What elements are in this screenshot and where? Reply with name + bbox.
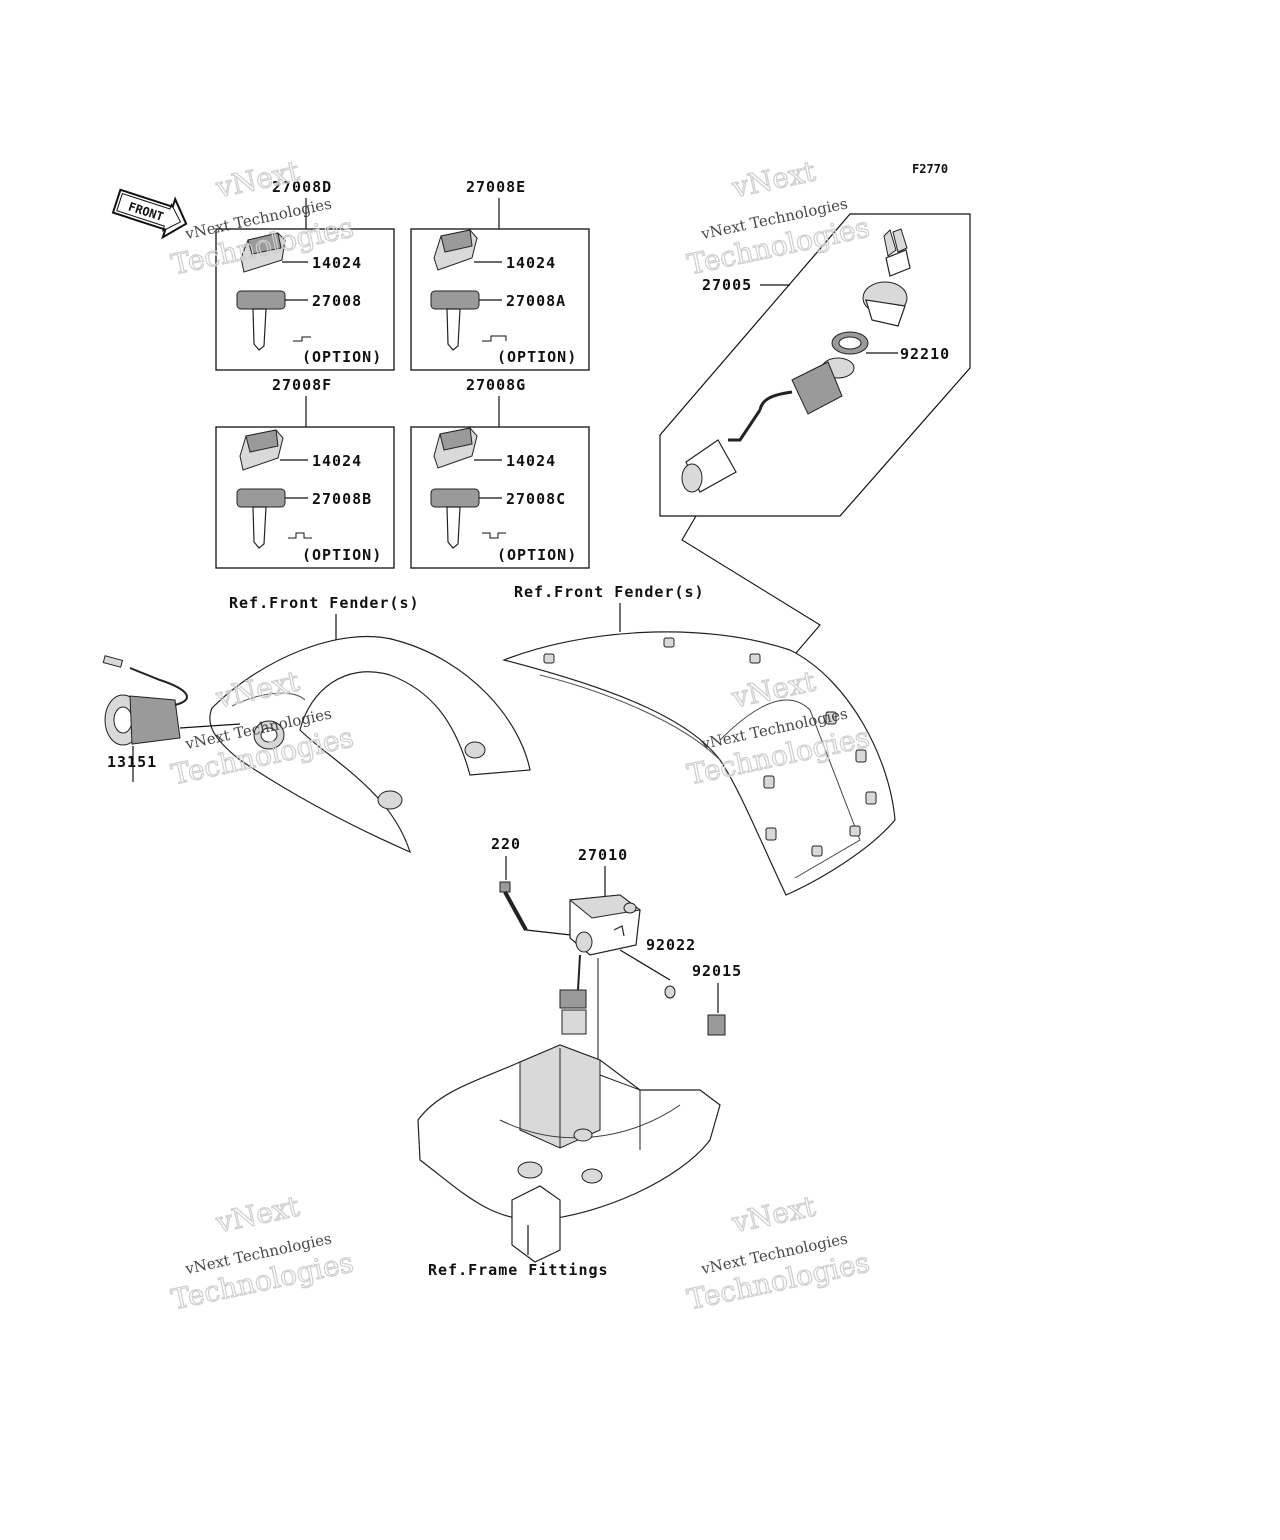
key-set-number: 27008E xyxy=(466,178,526,196)
switch-body-icon xyxy=(681,357,855,493)
lock-cylinder-icon xyxy=(862,281,908,327)
key-set-27008G: 27008G 14024 27008C (OPTION) xyxy=(410,376,590,569)
key-part-number: 27008C xyxy=(506,490,566,508)
socket-number: 13151 xyxy=(107,753,157,771)
watermark-bottom-right: vNext vNext Technologies Technologies xyxy=(684,1189,873,1317)
watermark-text: vNext xyxy=(728,154,819,204)
ignition-switch-assembly: 27005 92210 xyxy=(659,213,971,661)
frame-fittings-ref: Ref.Frame Fittings xyxy=(428,1261,609,1279)
nut-clip-number: 92015 xyxy=(692,962,742,980)
nut-icon xyxy=(831,331,869,355)
ignition-switch-number: 27005 xyxy=(702,276,752,294)
key-cover-icon xyxy=(433,229,478,271)
cover-part-number: 14024 xyxy=(506,452,556,470)
key-cover-icon xyxy=(433,427,478,469)
right-front-fender: Ref.Front Fender(s) xyxy=(502,583,896,896)
washer-number: 92022 xyxy=(646,936,696,954)
cover-part-number: 14024 xyxy=(312,254,362,272)
socket-icon xyxy=(102,655,241,782)
option-label: (OPTION) xyxy=(497,348,577,366)
cover-part-number: 14024 xyxy=(506,254,556,272)
key-cover-icon xyxy=(240,232,286,273)
frame-fittings: Ref.Frame Fittings xyxy=(417,1044,721,1279)
switch-unit-group: 220 27010 92022 92015 xyxy=(491,835,742,1120)
key-icon xyxy=(236,488,286,549)
key-part-number: 27008B xyxy=(312,490,372,508)
watermark-top-right: vNext vNext Technologies Technologies xyxy=(684,154,873,282)
key-icon xyxy=(430,290,480,351)
watermark-text: vNext xyxy=(728,1189,819,1239)
watermark-text: vNext xyxy=(212,1189,303,1239)
key-icon xyxy=(430,488,480,549)
watermark-text: vNext xyxy=(212,154,303,204)
front-fender-ref-left: Ref.Front Fender(s) xyxy=(229,594,420,612)
key-set-27008E: 27008E 14024 27008A (OPTION) xyxy=(410,178,590,371)
left-front-fender: Ref.Front Fender(s) xyxy=(209,594,531,854)
watermark-top-left: vNext vNext Technologies Technologies xyxy=(168,154,357,282)
key-part-number: 27008A xyxy=(506,292,566,310)
key-icon xyxy=(236,290,286,351)
watermark-bottom-left: vNext vNext Technologies Technologies xyxy=(168,1189,357,1317)
nut-clip-icon xyxy=(707,1014,726,1036)
option-label: (OPTION) xyxy=(302,546,382,564)
washer-icon xyxy=(664,985,676,999)
option-label: (OPTION) xyxy=(497,546,577,564)
cover-part-number: 14024 xyxy=(312,452,362,470)
bolt-icon xyxy=(499,881,528,931)
figure-code: F2770 xyxy=(912,162,948,176)
key-set-number: 27008G xyxy=(466,376,526,394)
bolt-number: 220 xyxy=(491,835,521,853)
front-fender-ref-right: Ref.Front Fender(s) xyxy=(514,583,705,601)
switch-unit-icon xyxy=(559,894,642,1120)
nut-number: 92210 xyxy=(900,345,950,363)
key-set-27008D: 27008D 14024 27008 (OPTION) xyxy=(215,178,395,371)
key-set-number: 27008D xyxy=(272,178,332,196)
switch-unit-number: 27010 xyxy=(578,846,628,864)
key-cover-icon xyxy=(239,429,284,471)
key-set-number: 27008F xyxy=(272,376,332,394)
option-label: (OPTION) xyxy=(302,348,382,366)
key-set-27008F: 27008F 14024 27008B (OPTION) xyxy=(215,376,395,569)
key-part-number: 27008 xyxy=(312,292,362,310)
front-arrow-icon: FRONT xyxy=(111,188,188,240)
ignition-key-icon xyxy=(883,228,911,277)
